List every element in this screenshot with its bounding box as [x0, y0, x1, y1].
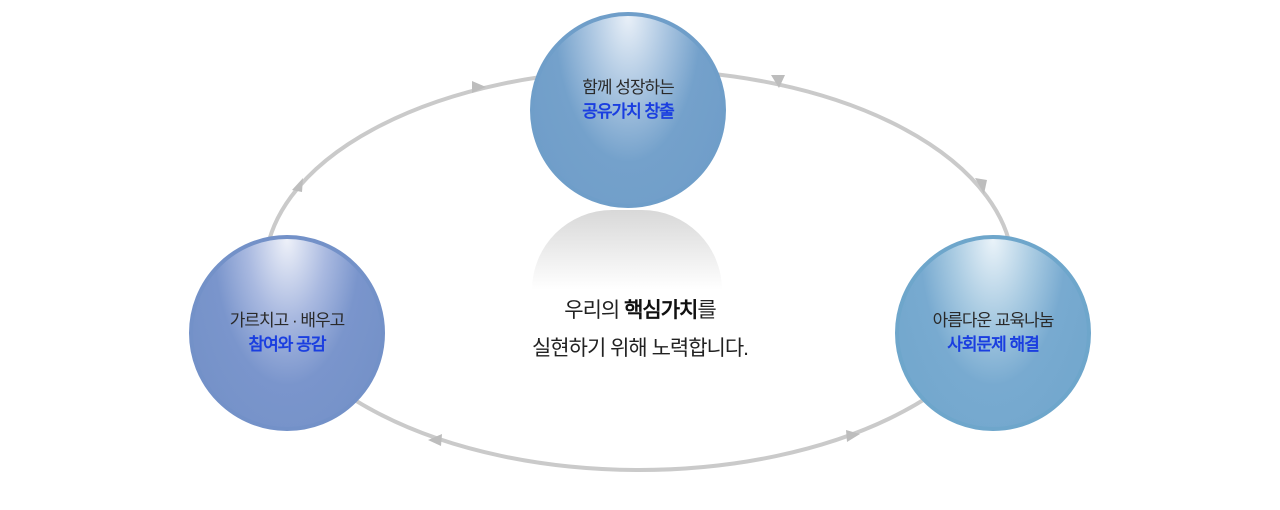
node-title: 함께 성장하는 [582, 78, 675, 97]
statement-line2: 실현하기 위해 노력합니다. [531, 337, 749, 360]
value-node-teach-learn: 가르치고 · 배우고 참여와 공감 [189, 235, 385, 431]
arrow-icon [771, 75, 785, 88]
arrow-icon [975, 178, 987, 194]
value-node-social-problem: 아름다운 교육나눔 사회문제 해결 [895, 235, 1091, 431]
core-value-statement: 우리의 핵심가치를 실현하기 위해 노력합니다. [460, 292, 820, 368]
arrow-icon [846, 430, 860, 442]
node-title: 아름다운 교육나눔 [932, 311, 1055, 330]
arrow-icon [472, 81, 486, 93]
arrow-icon [292, 178, 303, 192]
node-subtitle: 참여와 공감 [248, 335, 327, 354]
statement-post: 를 [697, 299, 716, 322]
statement-bold: 핵심가치 [624, 299, 698, 322]
value-node-shared-value: 함께 성장하는 공유가치 창출 [530, 12, 726, 208]
statement-pre: 우리의 [564, 299, 625, 322]
node-title: 가르치고 · 배우고 [229, 311, 346, 330]
arrow-icon [428, 434, 442, 446]
node-subtitle: 공유가치 창출 [582, 102, 675, 121]
node-subtitle: 사회문제 해결 [947, 335, 1040, 354]
